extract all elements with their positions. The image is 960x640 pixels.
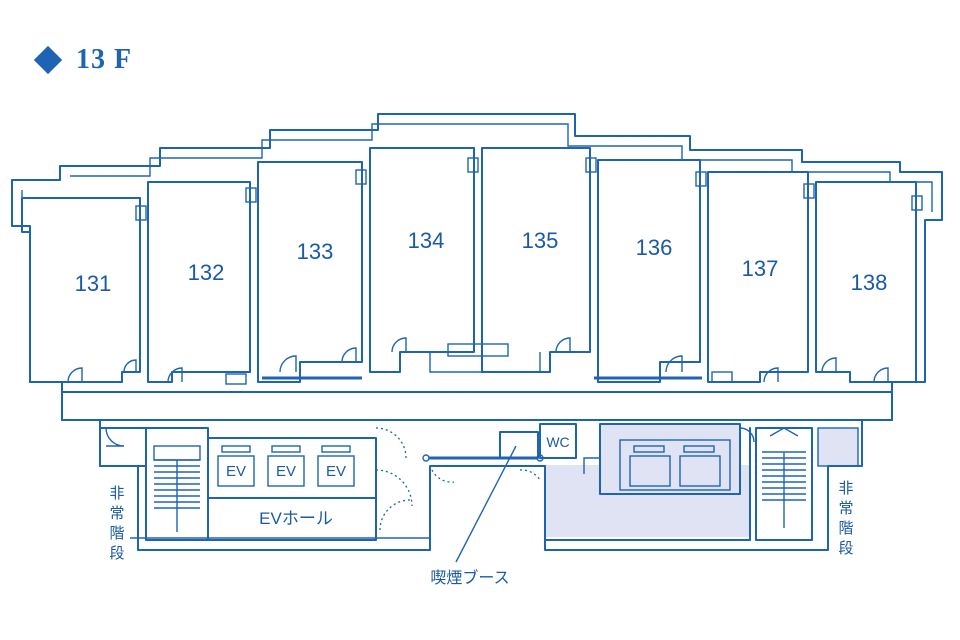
emergency-stairs-left-char-1: 非: [109, 485, 124, 502]
elevator-1-label: EV: [226, 463, 246, 480]
room-137: [707, 171, 809, 383]
corridor: [61, 391, 893, 421]
room-138: [815, 181, 917, 383]
room-131-number: 131: [75, 271, 112, 296]
room-136: [597, 159, 701, 383]
room-134-number: 134: [408, 228, 445, 253]
floor-label: 13 F: [76, 44, 133, 75]
left-stairs: [153, 445, 201, 532]
emergency-stairs-right-char-3: 階: [838, 520, 853, 537]
ev-hall-label: EVホール: [259, 509, 333, 528]
smoking-booth-label: 喫煙ブース: [430, 568, 509, 587]
room-136-number: 136: [636, 235, 673, 260]
smoking-booth: [422, 431, 544, 563]
door-swings: [67, 337, 889, 385]
guest-rooms: [21, 147, 917, 383]
room-138-number: 138: [851, 270, 888, 295]
smoking-booth-box: [499, 431, 539, 459]
room-135-number: 135: [522, 228, 559, 253]
emergency-stairs-left-char-2: 常: [109, 505, 124, 522]
corridor-band: [61, 391, 893, 421]
room-134: [369, 147, 475, 373]
elevator-3: [317, 455, 355, 487]
emergency-stairs-left-char-4: 段: [109, 545, 124, 562]
elevator-2: [267, 455, 305, 487]
emergency-stairs-left-char-3: 階: [109, 525, 124, 542]
left-core: EV EV EV: [99, 427, 430, 541]
building-outline: [11, 113, 943, 551]
elevator-2-label: EV: [276, 463, 296, 480]
elevator-block: [207, 437, 377, 499]
emergency-stairs-right-char-4: 段: [838, 540, 853, 557]
building-outline-inner: [21, 123, 933, 216]
emergency-stairs-right-label: 非 常 階 段: [838, 480, 853, 557]
right-stairs: [762, 427, 806, 528]
room-133: [257, 161, 363, 383]
emergency-stairs-right-char-2: 常: [838, 500, 853, 517]
elevator-1: [217, 455, 255, 487]
floor-header: 13 F: [33, 40, 133, 80]
wc-room: [539, 423, 577, 459]
smoking-booth-leader: [455, 445, 517, 563]
emergency-stairs-right-char-1: 非: [838, 480, 853, 497]
stair-shaft-highlight: [817, 427, 859, 467]
room-133-number: 133: [297, 239, 334, 264]
ev-hall-door-swing: [375, 427, 413, 531]
right-core: [544, 423, 813, 541]
wc-label: WC: [546, 434, 569, 450]
room-columns: [135, 157, 923, 221]
room-135: [481, 147, 591, 373]
room-137-number: 137: [742, 256, 779, 281]
ev-hall: [207, 497, 377, 541]
room-131: [21, 197, 141, 383]
elevator-3-label: EV: [326, 463, 346, 480]
room-132-number: 132: [188, 260, 225, 285]
service-room: [599, 423, 741, 495]
emergency-stairs-left-label: 非 常 階 段: [109, 485, 124, 562]
